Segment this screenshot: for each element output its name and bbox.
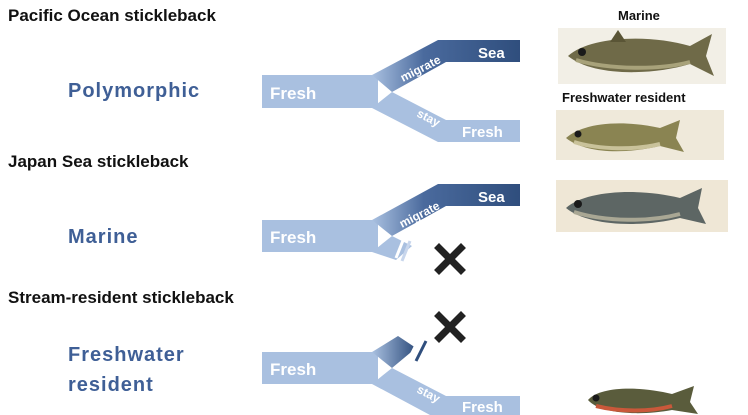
blocked-x-icon — [439, 248, 461, 270]
destination-fresh-label: Fresh — [462, 399, 503, 415]
origin-label: Fresh — [270, 84, 316, 103]
marine-fish-photo — [558, 28, 726, 84]
marine-fish-photo-2 — [556, 180, 728, 232]
origin-label: Fresh — [270, 360, 316, 379]
destination-sea-label: Sea — [478, 45, 505, 62]
route-group-stream: Fresh stay Fresh — [262, 316, 520, 415]
destination-sea-label: Sea — [478, 189, 505, 206]
route-group-japan-sea: Fresh migrate Sea — [262, 184, 520, 270]
blocked-x-icon — [439, 316, 461, 338]
destination-fresh-label: Fresh — [462, 124, 503, 141]
origin-label: Fresh — [270, 228, 316, 247]
blocked-stub — [372, 336, 416, 368]
stream-fish-photo — [588, 386, 698, 414]
route-group-pacific: Fresh migrate Sea stay Fresh — [262, 40, 520, 142]
freshwater-fish-photo — [556, 110, 724, 160]
